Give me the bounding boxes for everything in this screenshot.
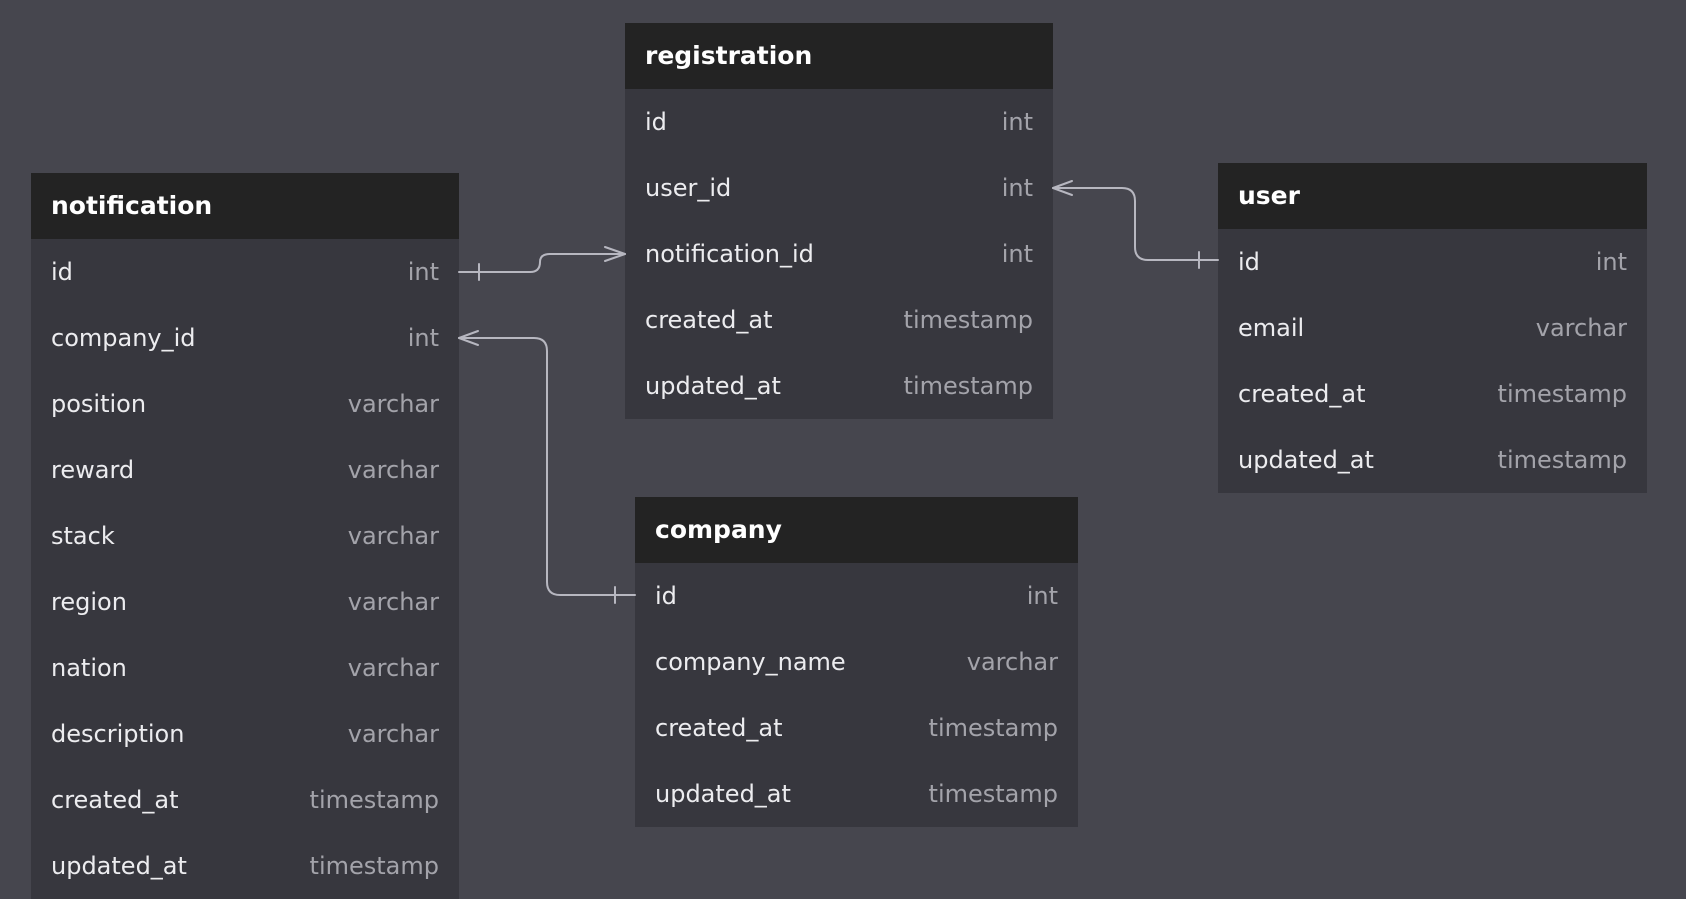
field-type: varchar [347,720,439,748]
field-name: updated_at [645,372,781,400]
field-name: description [51,720,185,748]
field-type: varchar [347,522,439,550]
field-row-notification-reward[interactable]: reward varchar [31,437,459,503]
field-type: varchar [347,654,439,682]
field-name: reward [51,456,135,484]
field-name: company_id [51,324,196,352]
field-row-notification-nation[interactable]: nation varchar [31,635,459,701]
field-name: id [1238,248,1260,276]
field-name: updated_at [51,852,187,880]
field-type: timestamp [903,306,1033,334]
field-row-user-updated-at[interactable]: updated_at timestamp [1218,427,1647,493]
field-row-company-company-name[interactable]: company_name varchar [635,629,1078,695]
crowfoot-many-icon [1052,180,1073,196]
field-type: varchar [347,390,439,418]
field-type: int [1001,240,1033,268]
field-row-company-created-at[interactable]: created_at timestamp [635,695,1078,761]
field-name: created_at [51,786,179,814]
field-name: region [51,588,127,616]
field-row-registration-updated-at[interactable]: updated_at timestamp [625,353,1053,419]
field-type: int [1026,582,1058,610]
entity-company-title[interactable]: company [635,497,1078,563]
field-name: updated_at [655,780,791,808]
connector-registration-user[interactable] [1052,180,1219,269]
entity-registration-title[interactable]: registration [625,23,1053,89]
field-type: timestamp [309,786,439,814]
field-type: int [1001,174,1033,202]
field-name: notification_id [645,240,814,268]
field-name: id [655,582,677,610]
field-row-notification-description[interactable]: description varchar [31,701,459,767]
field-row-notification-region[interactable]: region varchar [31,569,459,635]
field-name: user_id [645,174,732,202]
field-row-registration-notification-id[interactable]: notification_id int [625,221,1053,287]
field-name: updated_at [1238,446,1374,474]
field-name: id [645,108,667,136]
field-type: timestamp [928,780,1058,808]
field-type: varchar [347,588,439,616]
field-row-user-email[interactable]: email varchar [1218,295,1647,361]
field-row-company-id[interactable]: id int [635,563,1078,629]
field-row-registration-user-id[interactable]: user_id int [625,155,1053,221]
field-row-notification-stack[interactable]: stack varchar [31,503,459,569]
field-name: position [51,390,147,418]
field-row-user-id[interactable]: id int [1218,229,1647,295]
field-name: id [51,258,73,286]
field-type: int [407,258,439,286]
field-row-registration-id[interactable]: id int [625,89,1053,155]
crowfoot-many-icon [458,330,479,346]
field-type: int [407,324,439,352]
field-type: varchar [1535,314,1627,342]
field-row-notification-created-at[interactable]: created_at timestamp [31,767,459,833]
crowfoot-many-icon [604,246,626,262]
field-row-company-updated-at[interactable]: updated_at timestamp [635,761,1078,827]
connector-notification-company[interactable] [458,330,636,604]
connector-registration-notification[interactable] [458,246,626,281]
entity-notification[interactable]: notification id int company_id int posit… [31,173,459,899]
field-type: timestamp [1497,380,1627,408]
field-type: varchar [966,648,1058,676]
field-type: int [1595,248,1627,276]
entity-company[interactable]: company id int company_name varchar crea… [635,497,1078,827]
entity-user-title[interactable]: user [1218,163,1647,229]
field-name: email [1238,314,1305,342]
field-type: timestamp [309,852,439,880]
entity-notification-title[interactable]: notification [31,173,459,239]
field-type: int [1001,108,1033,136]
field-row-notification-position[interactable]: position varchar [31,371,459,437]
entity-user[interactable]: user id int email varchar created_at tim… [1218,163,1647,493]
field-name: created_at [1238,380,1366,408]
field-row-registration-created-at[interactable]: created_at timestamp [625,287,1053,353]
field-type: timestamp [928,714,1058,742]
field-name: stack [51,522,115,550]
field-type: varchar [347,456,439,484]
field-row-user-created-at[interactable]: created_at timestamp [1218,361,1647,427]
field-row-notification-updated-at[interactable]: updated_at timestamp [31,833,459,899]
field-type: timestamp [1497,446,1627,474]
field-name: company_name [655,648,846,676]
field-row-notification-id[interactable]: id int [31,239,459,305]
field-row-notification-company-id[interactable]: company_id int [31,305,459,371]
field-type: timestamp [903,372,1033,400]
field-name: created_at [655,714,783,742]
field-name: created_at [645,306,773,334]
field-name: nation [51,654,127,682]
entity-registration[interactable]: registration id int user_id int notifica… [625,23,1053,419]
